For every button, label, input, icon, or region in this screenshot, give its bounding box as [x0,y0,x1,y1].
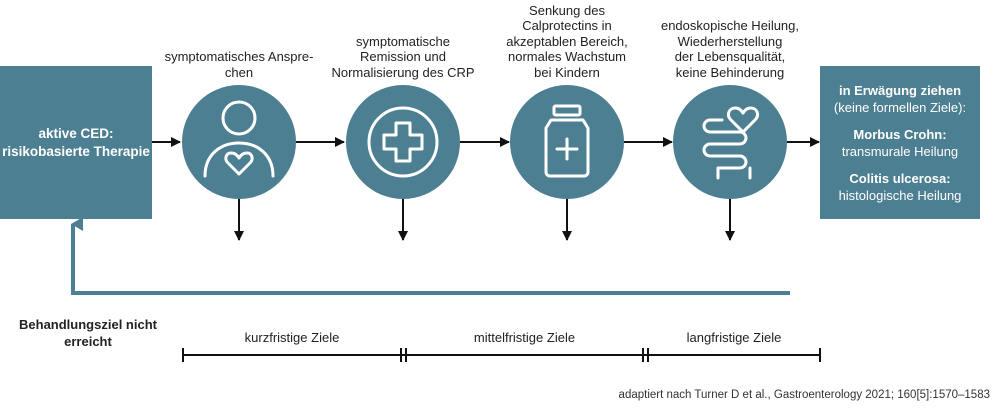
step-3-line-3: akzeptablen Bereich, [506,33,628,49]
step-label-4: endoskopische Heilung, Wiederherstellung… [655,0,805,80]
end-box-consider: in Erwägung ziehen (keine formellen Ziel… [820,66,980,219]
step-circle-1 [182,85,296,199]
step-circle-2 [346,85,460,199]
step-3-line-5: bei Kindern [534,64,600,80]
step-4-line-2: Wiederherstellung [677,33,783,49]
intestine-heart-icon [702,106,760,180]
step-1-line-1: symptomatisches Anspre- [164,49,314,64]
person-heart-icon [203,100,275,178]
step-circle-3 [510,85,624,199]
step-4-line-3: der Lebensqualität, [674,49,786,64]
start-box-line2: risikobasierte Therapie [2,143,150,159]
end-box-crohn-title: Morbus Crohn: [853,126,947,142]
feedback-line-1: Behandlungsziel nicht [19,317,157,332]
feedback-line-2: erreicht [64,334,112,349]
step-4-line-1: endoskopische Heilung, [660,18,800,33]
end-box-colitis-title: Colitis ulcerosa: [849,170,951,186]
feedback-loop-arrow [71,217,790,295]
medicine-bottle-icon [544,104,590,178]
end-box-colitis-text: histologische Heilung [838,187,962,203]
step-label-2: symptomatische Remission und Normalisier… [328,0,478,80]
timeline-long-term: langfristige Ziele [686,330,782,345]
timeline-short-term: kurzfristige Ziele [244,330,340,345]
step-1-line-2: chen [224,64,254,80]
start-box-active-ced: aktive CED: risikobasierte Therapie [0,66,152,219]
start-box-line1: aktive CED: [38,125,114,141]
step-circle-4 [673,85,787,199]
source-citation: adaptiert nach Turner D et al., Gastroen… [618,389,990,401]
end-box-heading: in Erwägung ziehen [838,82,962,98]
end-box-subheading: (keine formellen Ziele): [833,99,967,115]
feedback-label: Behandlungsziel nicht erreicht [8,316,168,350]
step-2-line-2: Remission und [360,49,446,64]
step-2-line-3: Normalisierung des CRP [331,64,475,80]
step-label-3: Senkung des Calprotectins in akzeptablen… [492,0,642,80]
step-label-1: symptomatisches Anspre- chen [164,0,314,80]
end-box-crohn-text: transmurale Heilung [841,143,959,159]
timeline-bar [182,348,821,362]
medical-cross-icon [367,106,439,178]
step-3-line-4: normales Wachstum [508,49,626,64]
step-4-line-4: keine Behinderung [675,64,785,80]
step-3-line-2: Calprotectins in [522,18,612,33]
step-3-line-1: Senkung des [529,2,605,18]
step-2-line-1: symptomatische [356,33,450,49]
timeline-mid-term: mittelfristige Ziele [473,330,576,345]
